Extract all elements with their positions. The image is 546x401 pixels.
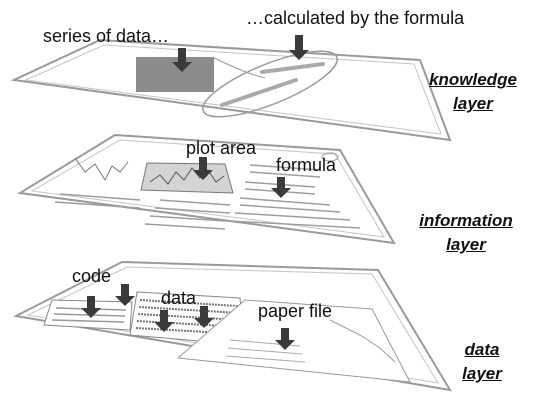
information-layer-line1: information	[419, 211, 513, 230]
plot-line	[149, 167, 225, 185]
arrow-data-left-icon	[154, 310, 174, 332]
arrow-code-right-icon	[115, 284, 135, 306]
formula-bar-bottom	[220, 78, 298, 107]
information-layer-line2: layer	[446, 235, 486, 254]
arrow-data-right-icon	[194, 306, 214, 328]
label-paper-file: paper file	[258, 301, 333, 321]
arrow-formula-icon	[271, 177, 291, 198]
knowledge-layer-sheet	[10, 38, 452, 142]
label-series-of-data: series of data…	[43, 26, 170, 46]
arrow-paper-file-icon	[275, 328, 295, 350]
information-layer-title: information layer	[414, 209, 518, 257]
label-code: code	[72, 266, 112, 286]
knowledge-connector-line	[213, 57, 266, 79]
left-plot-trace	[74, 157, 129, 182]
label-formula: formula	[276, 155, 337, 175]
info-text-lines	[54, 164, 361, 230]
arrow-plot-area-icon	[193, 157, 213, 180]
label-data: data	[161, 288, 197, 308]
label-calculated-by-formula: …calculated by the formula	[246, 8, 465, 28]
data-layer-title: data layer	[447, 338, 517, 386]
knowledge-layer-line1: knowledge	[429, 70, 517, 89]
data-layer-line1: data	[464, 340, 500, 359]
label-plot-area: plot area	[186, 138, 257, 158]
arrow-code-left-icon	[81, 296, 101, 318]
info-top-right-circle	[321, 152, 339, 162]
formula-ellipse	[202, 50, 338, 118]
series-data-highlight	[136, 57, 214, 92]
arrow-series-icon	[172, 48, 192, 72]
arrow-calculated-icon	[289, 35, 309, 60]
data-layer-line2: layer	[462, 364, 502, 383]
knowledge-layer-title: knowledge layer	[424, 68, 522, 116]
knowledge-layer-line2: layer	[453, 94, 493, 113]
formula-bar-top	[260, 62, 325, 74]
